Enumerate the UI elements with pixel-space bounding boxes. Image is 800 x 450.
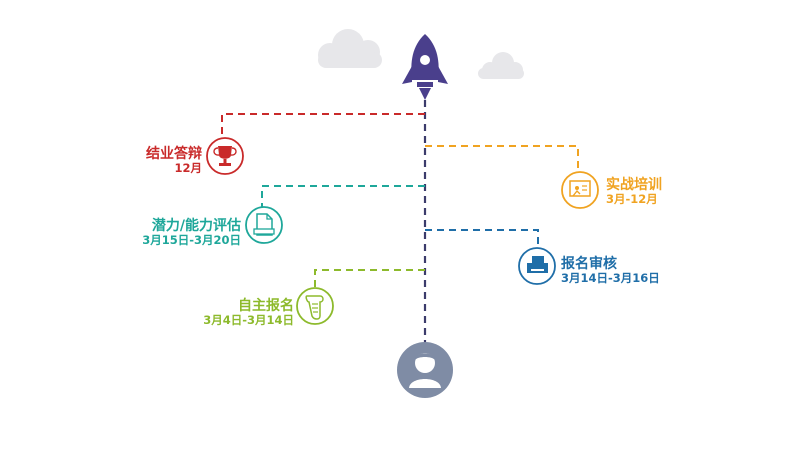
connector-practice [425, 145, 579, 172]
step-assessment-date: 3月15日-3月20日 [142, 233, 241, 248]
step-self-register-label: 自主报名 3月4日-3月14日 [170, 298, 294, 327]
step-assessment-title: 潜力/能力评估 [151, 218, 241, 234]
trophy-icon [206, 137, 244, 175]
step-self-register-title: 自主报名 [238, 298, 294, 314]
step-defense-title: 结业答辩 [146, 146, 202, 162]
step-defense-date: 12月 [174, 161, 202, 176]
cloud-left-icon [318, 29, 382, 68]
avatar-icon [397, 342, 453, 398]
cloud-right-icon [478, 52, 524, 79]
connector-assessment [261, 185, 425, 208]
connector-review [425, 229, 539, 248]
step-practice-date: 3月-12月 [606, 192, 658, 207]
printer-icon [518, 247, 556, 285]
step-practice-label: 实战培训 3月-12月 [606, 177, 726, 206]
connector-defense [221, 113, 425, 138]
step-defense-label: 结业答辩 12月 [110, 146, 202, 175]
paper-scroll-icon [296, 287, 334, 325]
step-review-label: 报名审核 3月14日-3月16日 [561, 256, 701, 285]
rocket-icon [402, 34, 448, 100]
connector-self-register [314, 269, 425, 288]
document-icon [245, 206, 283, 244]
presentation-board-icon [561, 171, 599, 209]
step-practice-title: 实战培训 [606, 177, 662, 193]
step-self-register-date: 3月4日-3月14日 [203, 313, 294, 328]
step-assessment-label: 潜力/能力评估 3月15日-3月20日 [95, 218, 241, 247]
step-review-title: 报名审核 [561, 256, 617, 272]
step-review-date: 3月14日-3月16日 [561, 271, 660, 286]
